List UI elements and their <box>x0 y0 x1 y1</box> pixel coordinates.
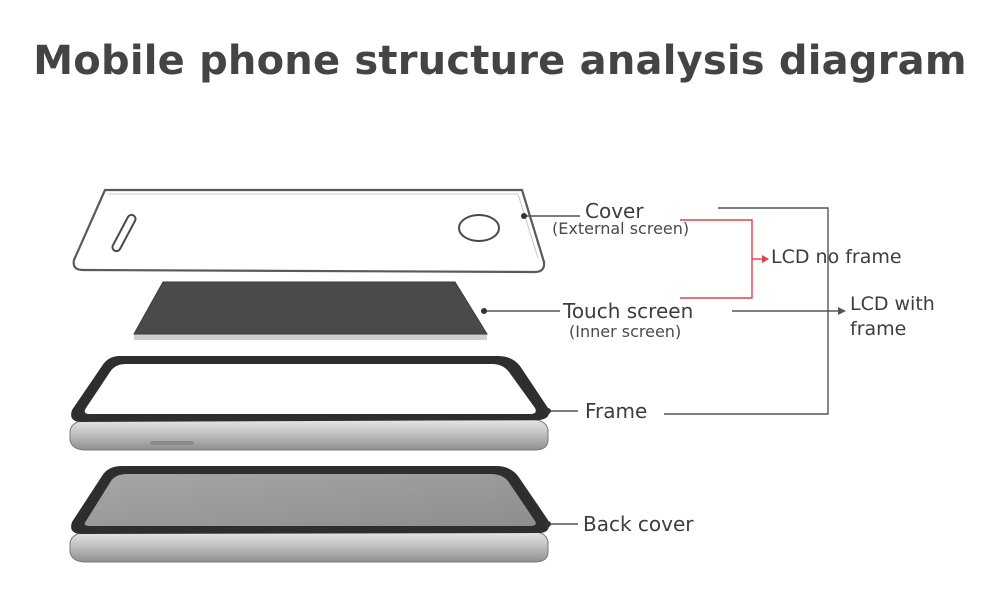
frame-leader-dot <box>545 408 551 414</box>
back-cover-leader-dot <box>545 521 551 527</box>
page-title: Mobile phone structure analysis diagram <box>33 38 967 84</box>
touch-screen-layer <box>133 281 488 340</box>
back-cover-metal-base <box>69 531 549 563</box>
lcd-with-frame-bracket <box>664 207 838 415</box>
lcd-no-frame-label: LCD no frame <box>771 246 902 268</box>
touch-leader-dot <box>481 308 487 314</box>
touch-screen-sublabel: (Inner screen) <box>569 322 682 341</box>
frame-opening <box>84 364 536 414</box>
cover-leader-dot <box>521 213 527 219</box>
touch-panel <box>133 281 488 335</box>
cover-glass <box>72 188 546 274</box>
home-button-circle <box>458 214 500 242</box>
leader-dots <box>481 213 551 527</box>
speaker-slot <box>111 213 137 253</box>
back-cover-label: Back cover <box>583 512 694 536</box>
frame-layer <box>69 356 549 451</box>
frame-label: Frame <box>585 399 648 423</box>
cover-glass-inner-edge <box>108 193 539 259</box>
lcd-no-frame-bracket <box>680 219 762 299</box>
touch-panel-edge <box>134 334 487 340</box>
lcd-no-frame-arrow <box>762 255 769 263</box>
lcd-with-frame-label-line2: frame <box>850 318 907 340</box>
cover-label: Cover <box>585 199 644 223</box>
frame-metal-base <box>69 419 549 451</box>
back-cover-layer <box>69 466 549 563</box>
back-cover-panel <box>84 474 536 526</box>
touch-screen-label: Touch screen <box>563 299 694 323</box>
frame-side-button <box>150 441 194 445</box>
leader-lines <box>484 215 580 525</box>
cover-sublabel: (External screen) <box>552 219 690 238</box>
cover-layer <box>72 188 546 274</box>
lcd-with-frame-label-line1: LCD with <box>850 293 935 315</box>
lcd-with-frame-arrow <box>838 307 846 315</box>
